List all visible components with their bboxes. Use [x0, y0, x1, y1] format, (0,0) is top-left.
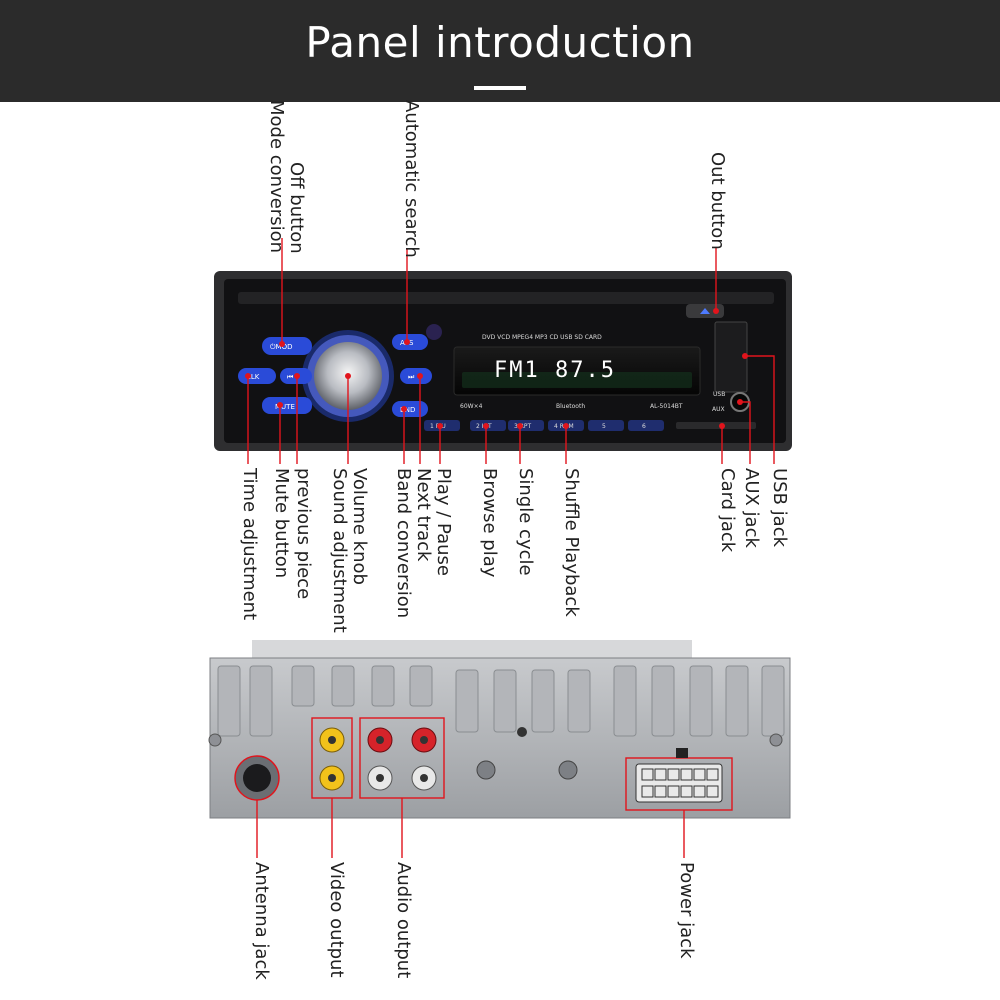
aux-text: AUX	[712, 406, 725, 413]
screw-mid-right	[558, 760, 578, 780]
preset-label-6: 6	[642, 423, 646, 430]
power-jack-key	[676, 748, 688, 758]
preset-button-6[interactable]	[628, 420, 664, 431]
label-browse-play: Browse play	[479, 468, 500, 578]
next-button-label: ⏭	[408, 373, 415, 381]
page-title: Panel introduction	[305, 18, 695, 67]
center-hole	[517, 727, 527, 737]
label-play-pause: Play / Pause	[433, 468, 454, 576]
rear-top-plate	[252, 640, 692, 660]
label-previous-piece: previous piece	[293, 468, 314, 600]
label-mute-button: Mute button	[271, 468, 292, 579]
label-power-jack: Power jack	[676, 862, 697, 959]
screw-mid-left	[476, 760, 496, 780]
ir-sensor	[426, 324, 442, 340]
band-button-label: BND	[400, 406, 415, 414]
preset-button-3[interactable]	[508, 420, 544, 431]
lcd-eq-bars	[462, 372, 692, 388]
usb-text: USB	[713, 391, 725, 398]
label-shuffle-playback: Shuffle Playback	[561, 468, 582, 617]
label-out-button: Out button	[707, 152, 728, 250]
antenna-socket	[243, 764, 271, 792]
label-single-cycle: Single cycle	[515, 468, 536, 576]
label-antenna-jack: Antenna jack	[251, 862, 272, 980]
model-text: AL-5014BT	[650, 403, 683, 410]
preset-button-5[interactable]	[588, 420, 624, 431]
format-text: DVD VCD MPEG4 MP3 CD USB SD CARD	[482, 334, 602, 341]
rear-ribs	[217, 665, 785, 737]
label-mode-conversion: Mode conversion	[266, 100, 287, 254]
label-video-output: Video output	[326, 862, 347, 978]
rear-panel	[208, 640, 791, 819]
label-off-button: Off button	[286, 162, 307, 254]
label-next-track: Next track	[413, 468, 434, 562]
next-button[interactable]	[400, 368, 432, 384]
label-time-adjustment: Time adjustment	[239, 468, 260, 621]
disc-slot	[238, 292, 774, 304]
screw-left	[208, 733, 222, 747]
bluetooth-text: Bluetooth	[556, 403, 585, 410]
eject-icon	[700, 308, 710, 314]
front-callouts	[245, 238, 775, 464]
screw-right	[769, 733, 783, 747]
mute-button[interactable]	[262, 397, 312, 414]
label-usb-jack: USB jack	[769, 468, 790, 548]
label-audio-output: Audio output	[393, 862, 414, 979]
power-text: 60W×4	[460, 403, 483, 410]
label-automatic-search: Automatic search	[401, 100, 422, 258]
label-sound-adjustment: Sound adjustment	[329, 468, 350, 633]
title-underline	[474, 86, 526, 90]
label-aux-jack: AUX jack	[741, 468, 762, 548]
rear-callouts	[256, 798, 685, 858]
lcd-text: FM1 87.5	[494, 358, 616, 383]
preset-label-5: 5	[602, 423, 606, 430]
prev-button-label: ⏮	[287, 373, 293, 381]
clk-button-label: CLK	[246, 373, 260, 381]
mod-button-label: ⏻MOD	[270, 343, 292, 351]
title-banner: Panel introduction	[0, 0, 1000, 102]
label-card-jack: Card jack	[717, 468, 738, 553]
band-button[interactable]	[392, 401, 428, 417]
power-jack[interactable]	[635, 763, 723, 803]
label-band-conversion: Band conversion	[393, 468, 414, 619]
front-panel: ⏻MOD APS CLK ⏮ ⏭ MUTE BND DVD VCD MPEG4 …	[214, 271, 792, 451]
mute-button-label: MUTE	[275, 403, 295, 411]
power-jack-pins	[641, 768, 719, 798]
card-slot[interactable]	[676, 422, 756, 429]
mod-button[interactable]	[262, 337, 312, 355]
label-volume-knob: Volume knob	[349, 468, 370, 585]
